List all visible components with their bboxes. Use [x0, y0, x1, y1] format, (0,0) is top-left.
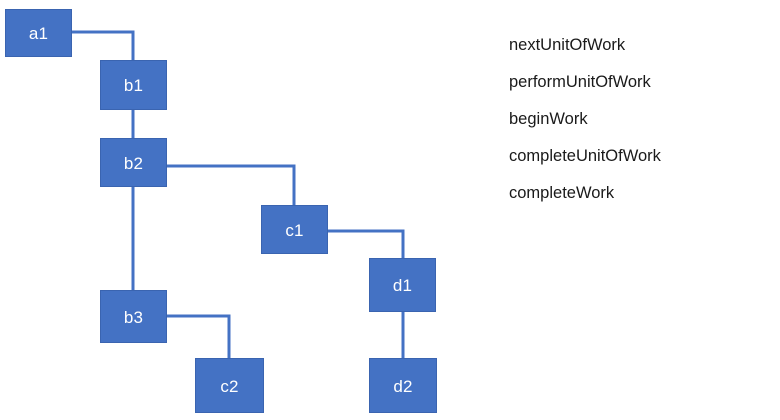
connector-b2-to-c1	[167, 164, 296, 205]
node-label-c2: c2	[220, 376, 239, 396]
node-label-b1: b1	[123, 76, 144, 95]
node-label-a1: a1	[28, 24, 49, 43]
node-label-c1: c1	[285, 220, 304, 240]
node-d2[interactable]: d2	[369, 358, 437, 413]
legend-item-0: nextUnitOfWork	[509, 36, 626, 54]
node-c1[interactable]: c1	[261, 205, 328, 254]
legend-item-2: beginWork	[509, 110, 588, 128]
node-a1[interactable]: a1	[5, 9, 72, 57]
node-d1[interactable]: d1	[369, 258, 436, 312]
legend-item-4: completeWork	[509, 184, 615, 202]
legend-list: nextUnitOfWork performUnitOfWork beginWork…	[509, 27, 759, 212]
node-label-d2: d2	[393, 376, 413, 396]
node-b1[interactable]: b1	[100, 60, 167, 110]
node-c2[interactable]: c2	[195, 358, 264, 413]
legend-item-1: performUnitOfWork	[509, 73, 651, 91]
connector-b3-to-c2	[167, 314, 231, 358]
node-b2[interactable]: b2	[100, 138, 167, 187]
connector-c1-to-d1	[328, 229, 405, 258]
node-label-b3: b3	[123, 307, 144, 327]
node-label-b2: b2	[123, 153, 144, 173]
legend-item-3: completeUnitOfWork	[509, 147, 661, 165]
connector-a1-to-b1	[72, 30, 135, 60]
node-label-d1: d1	[392, 276, 413, 295]
node-b3[interactable]: b3	[100, 290, 167, 343]
